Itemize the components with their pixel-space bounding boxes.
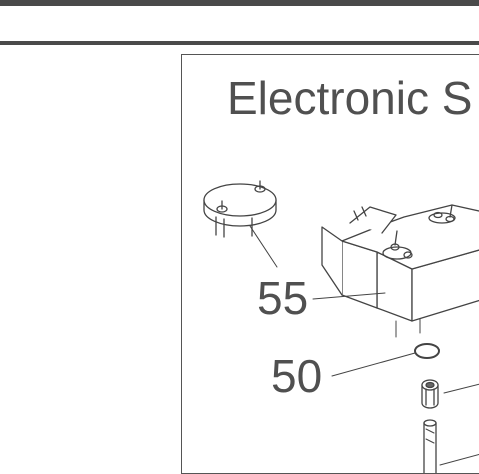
parts-diagram-frame: Electronic S — [181, 54, 479, 474]
part-50-o-ring — [414, 343, 440, 359]
callout-label-55: 55 — [257, 272, 309, 324]
header-top-rule — [0, 0, 479, 6]
callout-label-50: 50 — [271, 350, 323, 402]
exploded-parts-illustration — [203, 180, 479, 473]
part-55-gasket-plate — [203, 180, 277, 238]
fitting-nut — [421, 379, 439, 409]
callout-50-leader — [331, 352, 416, 377]
part-55-leader — [249, 225, 278, 268]
callout-55-leader — [312, 292, 386, 300]
stem-tube — [423, 419, 437, 473]
header-bottom-rule — [0, 41, 479, 45]
diagram-title: Electronic S — [227, 72, 473, 124]
sensor-housing-body — [321, 204, 479, 338]
stem-leader — [439, 453, 479, 466]
fitting-leader — [443, 383, 479, 394]
